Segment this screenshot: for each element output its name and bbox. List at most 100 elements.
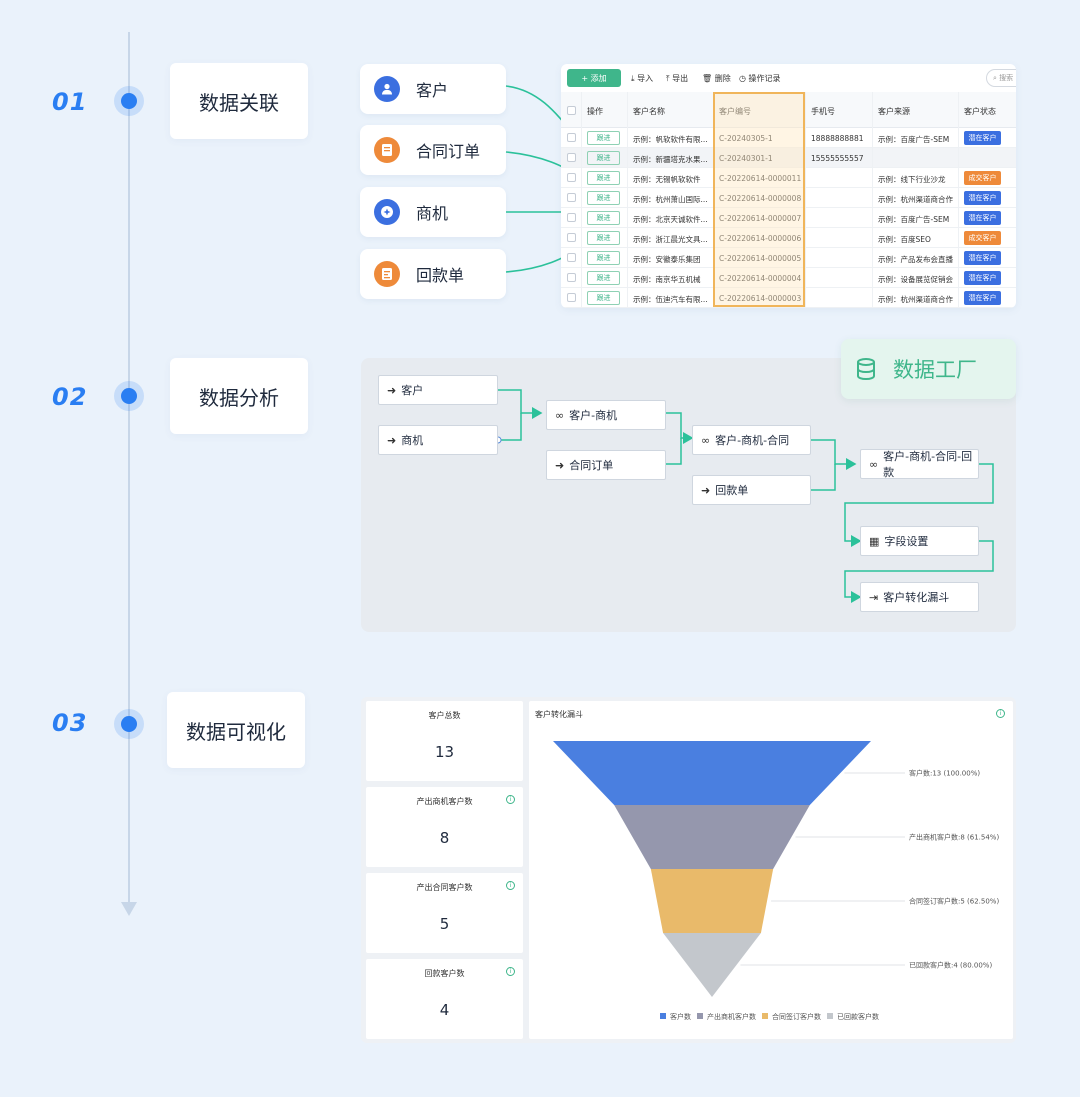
step-number-2: 02 — [52, 383, 88, 411]
column-divider — [581, 92, 582, 308]
legend-swatch[interactable] — [827, 1013, 833, 1019]
customer-name-cell: 示例：无锡帆软软件 — [633, 175, 701, 184]
phone-cell: 15555555557 — [811, 154, 864, 163]
customer-name-cell: 示例：帆软软件有限... — [633, 135, 708, 144]
follow-up-button[interactable]: 跟进 — [587, 131, 620, 145]
funnel-segment[interactable] — [663, 933, 761, 997]
row-checkbox[interactable] — [567, 153, 576, 162]
row-checkbox[interactable] — [567, 233, 576, 242]
flow-node-receipt[interactable]: ➜回款单 — [692, 475, 811, 505]
follow-up-button[interactable]: 跟进 — [587, 231, 620, 245]
source-cell: 示例：设备展览促销会 — [878, 275, 953, 284]
follow-up-button[interactable]: 跟进 — [587, 271, 620, 285]
flow-node-opportunity[interactable]: ➜商机 — [378, 425, 498, 455]
customer-name-cell: 示例：浙江晨光文具... — [633, 235, 708, 244]
column-header[interactable]: 客户名称 — [633, 107, 665, 116]
source-card-opportunity[interactable]: 商机 — [360, 187, 506, 237]
flow-node-field-settings[interactable]: ▦字段设置 — [860, 526, 979, 556]
follow-up-button[interactable]: 跟进 — [587, 251, 620, 265]
add-button[interactable]: + 添加 — [567, 69, 621, 87]
timeline-arrow-icon — [121, 902, 137, 916]
flow-node-contract[interactable]: ➜合同订单 — [546, 450, 666, 480]
input-icon: ➜ — [387, 383, 397, 397]
timeline-dot-1 — [114, 86, 144, 116]
kpi-value: 5 — [439, 915, 450, 933]
import-button[interactable]: ⤓ 导入 — [631, 74, 654, 83]
follow-up-button[interactable]: 跟进 — [587, 191, 620, 205]
follow-up-button[interactable]: 跟进 — [587, 171, 620, 185]
flow-node-customer[interactable]: ➜客户 — [378, 375, 498, 405]
kpi-title: 产出合同客户数 — [416, 883, 473, 892]
row-checkbox[interactable] — [567, 193, 576, 202]
row-checkbox[interactable] — [567, 133, 576, 142]
legend-label[interactable]: 合同签订客户数 — [772, 1012, 821, 1021]
funnel-segment[interactable] — [650, 869, 774, 933]
funnel-segment[interactable] — [614, 805, 810, 869]
source-label: 合同订单 — [416, 142, 481, 161]
info-icon[interactable]: i — [506, 795, 515, 804]
source-card-receipt[interactable]: 回款单 — [360, 249, 506, 299]
select-all-checkbox[interactable] — [567, 106, 576, 115]
info-icon[interactable]: i — [506, 967, 515, 976]
row-checkbox[interactable] — [567, 253, 576, 262]
join-icon: ∞ — [701, 433, 711, 447]
status-badge: 潜在客户 — [964, 271, 1001, 285]
step-number-1: 01 — [52, 88, 88, 116]
column-header: 操作 — [587, 107, 603, 116]
follow-up-button[interactable]: 跟进 — [587, 151, 620, 165]
funnel-segment[interactable] — [553, 741, 871, 805]
opportunity-icon — [374, 199, 400, 225]
flow-node-customer-opportunity-contract[interactable]: ∞客户-商机-合同 — [692, 425, 811, 455]
column-divider — [627, 92, 628, 308]
flow-node-customer-opportunity[interactable]: ∞客户-商机 — [546, 400, 666, 430]
row-checkbox[interactable] — [567, 273, 576, 282]
info-icon[interactable]: i — [996, 709, 1005, 718]
legend-swatch[interactable] — [660, 1013, 666, 1019]
customer-code-cell: C-20220614-0000006 — [719, 234, 802, 243]
column-header[interactable]: 手机号 — [811, 107, 835, 116]
legend-label[interactable]: 已回款客户数 — [837, 1012, 879, 1021]
source-card-contract[interactable]: 合同订单 — [360, 125, 506, 175]
kpi-title: 客户总数 — [428, 711, 461, 720]
status-badge: 成交客户 — [964, 231, 1001, 245]
delete-button[interactable]: 🗑 删除 — [702, 74, 731, 83]
row-checkbox[interactable] — [567, 213, 576, 222]
info-icon[interactable]: i — [506, 881, 515, 890]
row-checkbox[interactable] — [567, 173, 576, 182]
legend-label[interactable]: 客户数 — [670, 1012, 691, 1021]
source-cell: 示例：杭州渠道商合作 — [878, 295, 953, 304]
flow-node-conversion-funnel[interactable]: ⇥客户转化漏斗 — [860, 582, 979, 612]
column-header[interactable]: 客户状态 — [964, 107, 996, 116]
status-badge: 潜在客户 — [964, 291, 1001, 305]
search-input[interactable]: ⌕ 搜索 — [986, 69, 1016, 87]
legend-swatch[interactable] — [762, 1013, 768, 1019]
column-divider — [805, 92, 806, 308]
row-checkbox[interactable] — [567, 293, 576, 302]
flow-node-customer-opportunity-contract-receipt[interactable]: ∞客户-商机-合同-回款 — [860, 449, 979, 479]
export-button[interactable]: ⤒ 导出 — [666, 74, 689, 83]
column-divider — [872, 92, 873, 308]
source-card-customer[interactable]: 客户 — [360, 64, 506, 114]
legend-label[interactable]: 产出商机客户数 — [707, 1012, 756, 1021]
column-header[interactable]: 客户编号 — [719, 107, 751, 116]
follow-up-button[interactable]: 跟进 — [587, 291, 620, 305]
kpi-title: 回款客户数 — [424, 969, 465, 978]
funnel-data-label: 合同签订客户数:5 (62.50%) — [909, 897, 999, 906]
source-cell: 示例：产品发布会直播 — [878, 255, 953, 264]
column-header[interactable]: 客户来源 — [878, 107, 910, 116]
customer-code-cell: C-20220614-0000003 — [719, 294, 802, 303]
operation-log-button[interactable]: ◷ 操作记录 — [739, 74, 781, 83]
funnel-chart-card: 客户转化漏斗 i 客户数:13 (100.00%)产出商机客户数:8 (61.5… — [529, 701, 1013, 1039]
timeline-dot-3 — [114, 709, 144, 739]
follow-up-button[interactable]: 跟进 — [587, 211, 620, 225]
legend-swatch[interactable] — [697, 1013, 703, 1019]
